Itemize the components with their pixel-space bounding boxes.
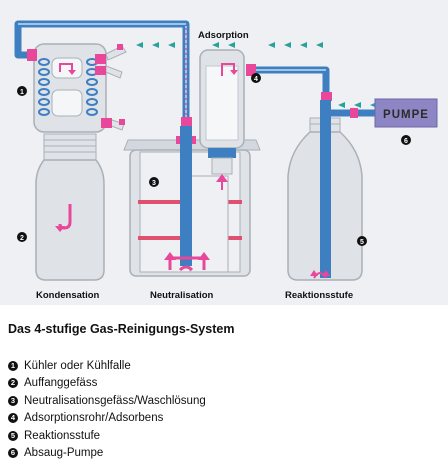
legend-item: 6 Absaug-Pumpe <box>8 445 206 462</box>
section-title: Das 4-stufige Gas-Reinigungs-System <box>8 322 234 336</box>
pump: PUMPE <box>375 99 437 127</box>
legend-item: 1 Kühler oder Kühlfalle <box>8 357 206 375</box>
pump-label: PUMPE <box>383 109 429 121</box>
legend-item: 5 Reaktionsstufe <box>8 427 206 445</box>
marker-2-text: 2 <box>20 235 24 242</box>
legend-text: Absaug-Pumpe <box>24 447 103 459</box>
gas-cleaning-diagram: Adsorption <box>0 0 448 305</box>
stage-label-reaktionsstufe: Reaktionsstufe <box>285 290 353 301</box>
collector-bottle <box>36 134 104 280</box>
legend-number-badge: 3 <box>8 396 18 406</box>
marker-5-text: 5 <box>360 239 364 246</box>
legend-text: Reaktionsstufe <box>24 430 100 442</box>
legend-number-badge: 4 <box>8 413 18 423</box>
legend-item: 2 Auffanggefäss <box>8 375 206 393</box>
stage-label-kondensation: Kondensation <box>36 290 99 301</box>
legend-text: Adsorptionsrohr/Adsorbens <box>24 412 163 424</box>
legend-number-badge: 6 <box>8 448 18 458</box>
legend-text: Neutralisationsgefäss/Waschlösung <box>24 395 206 407</box>
marker-6-text: 6 <box>404 138 408 145</box>
legend-text: Kühler oder Kühlfalle <box>24 360 131 372</box>
marker-4-text: 4 <box>254 76 258 83</box>
legend-item: 3 Neutralisationsgefäss/Waschlösung <box>8 392 206 410</box>
legend-number-badge: 5 <box>8 431 18 441</box>
marker-1-text: 1 <box>20 89 24 96</box>
legend-number-badge: 1 <box>8 361 18 371</box>
stage-label-neutralisation: Neutralisation <box>150 290 213 301</box>
legend-text: Auffanggefäss <box>24 377 97 389</box>
legend-item: 4 Adsorptionsrohr/Adsorbens <box>8 410 206 428</box>
legend-number-badge: 2 <box>8 378 18 388</box>
marker-3-text: 3 <box>152 180 156 187</box>
flow-label: Adsorption <box>198 30 249 41</box>
